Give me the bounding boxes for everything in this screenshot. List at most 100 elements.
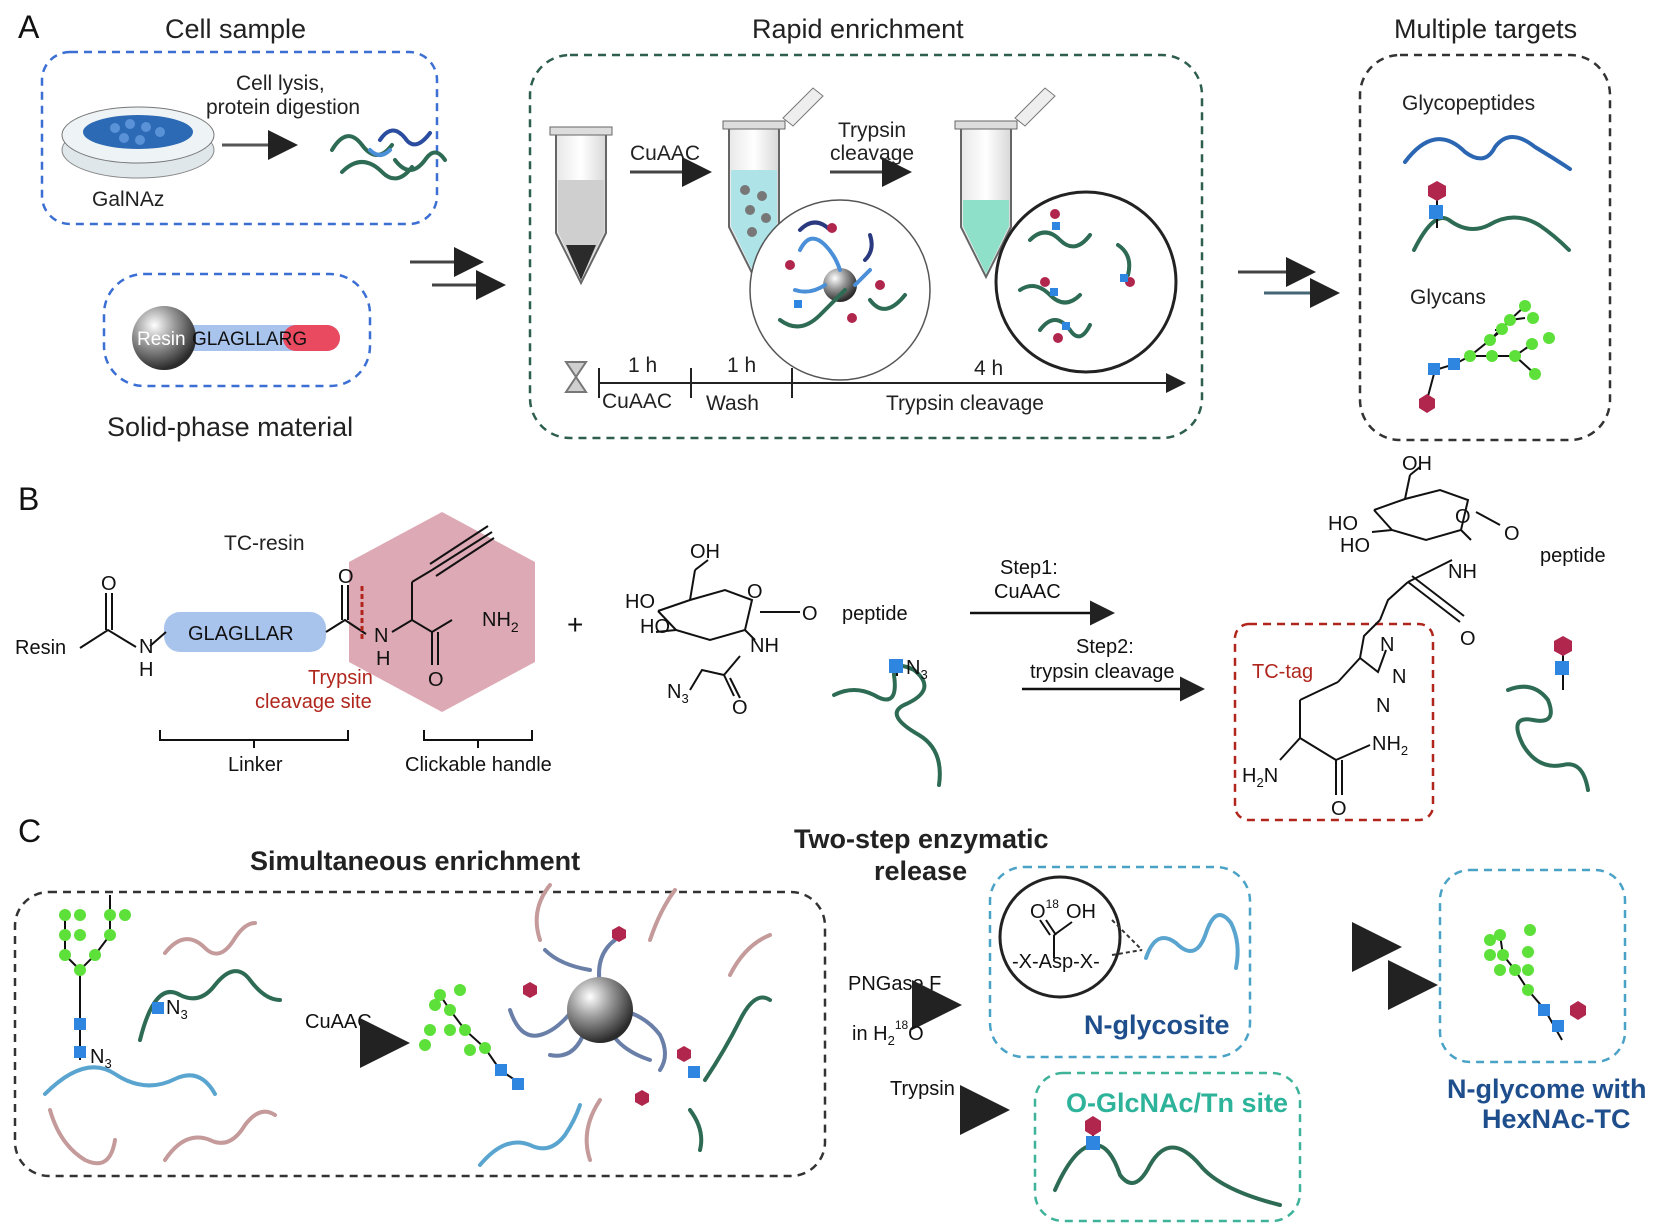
resin-bead [132, 306, 196, 370]
triazole-n1: N [1380, 634, 1394, 656]
simultaneous-title: Simultaneous enrichment [250, 846, 580, 876]
o-glcnac-box [1033, 1071, 1302, 1223]
c-green-n3: N3 [166, 997, 188, 1022]
n-glycome-tree [1484, 924, 1586, 1041]
sugar-o-link: O [802, 603, 818, 625]
cell-sample-box [40, 50, 439, 226]
glycopeptide-blue [1403, 135, 1572, 171]
rapid-enrichment-title: Rapid enrichment [752, 14, 964, 44]
clickable-handle-hexagon [349, 512, 535, 712]
panel-label-b: B [18, 481, 39, 517]
pngase-label: PNGase F [848, 973, 941, 995]
panel-label-c: C [18, 813, 41, 849]
azide-peptide-glcnac [889, 659, 903, 673]
tube-cleaved-icon [954, 87, 1056, 280]
simultaneous-box [13, 890, 827, 1178]
glycans-label: Glycans [1410, 286, 1486, 309]
rapid-enrichment-box [528, 53, 1204, 440]
glycopeptide-hexose [1428, 181, 1446, 201]
asp-oh: OH [1066, 901, 1096, 923]
tc-h1: H [139, 659, 153, 681]
c-green-glcnac [152, 1002, 164, 1014]
tc-linker-seq: GLAGLLAR [188, 623, 294, 645]
tc-tag-label: TC-tag [1252, 661, 1313, 683]
prod-o-ring: O [1455, 506, 1471, 528]
prod-h2n: H2N [1242, 765, 1278, 790]
prod-peptide: peptide [1540, 545, 1606, 567]
sugar-azide-bonds [655, 559, 800, 699]
prod-o-amide: O [1460, 628, 1476, 650]
handle-bracket [423, 730, 533, 748]
product-hexose [1554, 636, 1572, 656]
o-glcnac-label: O-GlcNAc/Tn site [1066, 1088, 1288, 1118]
petri-dish-icon [61, 106, 215, 179]
prod-nh2: NH2 [1372, 733, 1408, 758]
o-glcnac-hexose [1085, 1116, 1101, 1136]
c-bead-glycans [523, 926, 700, 1106]
solid-phase-title: Solid-phase material [107, 412, 353, 442]
tc-h2: H [376, 648, 390, 670]
trypsin-site-line1: Trypsin [308, 667, 373, 689]
o-glcnac-peptide [1053, 1142, 1282, 1207]
resin-bead-label: Resin [137, 329, 186, 350]
time-label-2: 1 h [727, 354, 756, 377]
sugar-n3: N3 [667, 681, 689, 706]
step1-line2: CuAAC [994, 581, 1061, 603]
tc-n1: N [139, 636, 153, 658]
water-label: in H218O [852, 1018, 924, 1048]
trypsin-step-line1: Trypsin [838, 119, 906, 142]
two-step-line2: release [874, 856, 967, 886]
bead-zoom-peptides [778, 220, 907, 329]
sugar-oh: OH [690, 541, 720, 563]
c-bead [567, 977, 633, 1043]
trypsin-site-line2: cleavage site [255, 691, 372, 713]
lysis-line1: Cell lysis, [236, 72, 325, 95]
prod-nh: NH [1448, 561, 1477, 583]
product-peptide [1506, 684, 1590, 792]
tc-o1: O [101, 573, 117, 595]
n-glycosite-peptide [1144, 913, 1240, 970]
sugar-o-amide: O [732, 697, 748, 719]
time-label-1: 1 h [628, 354, 657, 377]
n-glycosite-label: N-glycosite [1084, 1010, 1230, 1040]
c-green-peptide [138, 969, 282, 1042]
resin-handle-bar [283, 325, 340, 351]
trypsin-step-line2: cleavage [830, 142, 914, 165]
hourglass-icon [564, 361, 588, 393]
sugar-nh: NH [750, 635, 779, 657]
resin-text: Resin [15, 637, 66, 659]
azide-peptide-n3: N3 [906, 657, 928, 682]
step-label-wash: Wash [706, 392, 759, 415]
bead-zoom-bead [823, 268, 857, 302]
triazole-n3: N [1376, 695, 1390, 717]
product-bonds [1279, 466, 1501, 795]
o-glcnac-square [1086, 1136, 1100, 1150]
resin-sequence: GLAGLLARG [192, 329, 307, 350]
c-bound-glycan-tree [419, 984, 524, 1090]
prod-ho2: HO [1340, 535, 1370, 557]
triazole-n2: N [1392, 666, 1406, 688]
step2-line2: trypsin cleavage [1030, 661, 1175, 683]
left-glycan-tree [59, 895, 131, 1060]
sugar-ho1: HO [625, 591, 655, 613]
two-step-line1: Two-step enzymatic [794, 824, 1049, 854]
n-glycome-line2: HexNAc-TC [1482, 1104, 1631, 1134]
time-label-3: 4 h [974, 357, 1003, 380]
asp-o18: O18 [1030, 897, 1059, 923]
azide-peptide [832, 664, 942, 787]
cell-sample-title: Cell sample [165, 14, 306, 44]
tc-resin-label: TC-resin [224, 532, 305, 555]
prod-o-bottom: O [1331, 798, 1347, 820]
sugar-peptide: peptide [842, 603, 908, 625]
glycan-tree [1419, 300, 1555, 413]
prod-oh: OH [1402, 453, 1432, 475]
tube-empty-icon [549, 126, 613, 286]
tc-tag-box [1233, 622, 1435, 822]
plus-sign: + [567, 609, 583, 640]
n-glycome-box [1438, 868, 1627, 1064]
product-glcnac [1555, 661, 1569, 675]
prod-o-link: O [1504, 523, 1520, 545]
asp-sequence: -X-Asp-X- [1012, 951, 1100, 973]
cuaac-step-label: CuAAC [630, 142, 700, 165]
step1-line1: Step1: [1000, 557, 1058, 579]
